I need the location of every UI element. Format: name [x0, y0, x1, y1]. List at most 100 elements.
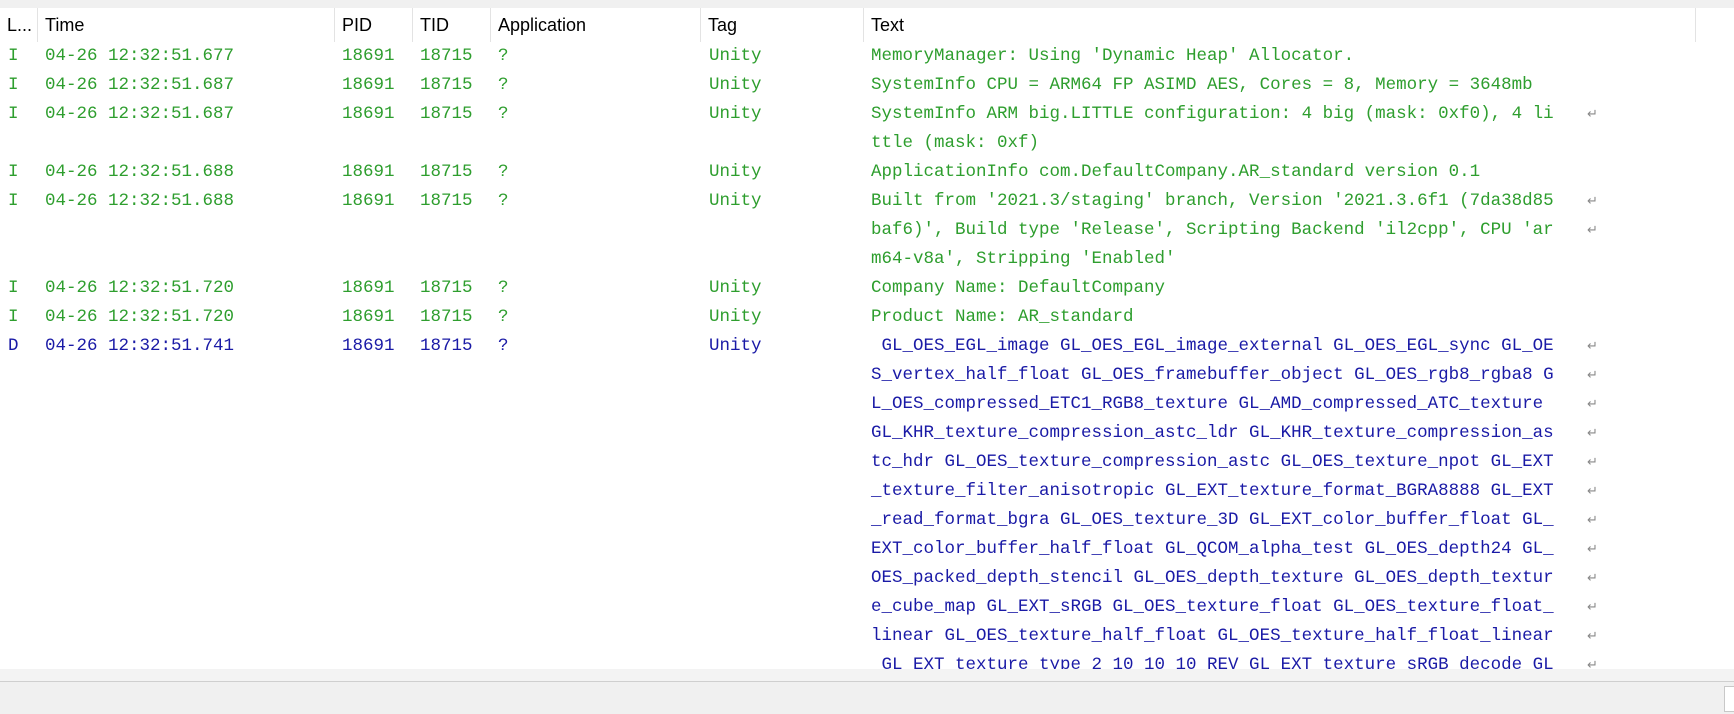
column-header-text[interactable]: Text	[864, 8, 1696, 42]
cell-pid: 18691	[342, 75, 395, 95]
text-line-content: _texture_filter_anisotropic GL_EXT_textu…	[871, 481, 1554, 501]
cell-pid: 18691	[342, 104, 395, 124]
cell-level: I	[8, 46, 19, 66]
text-line: ApplicationInfo com.DefaultCompany.AR_st…	[871, 158, 1605, 187]
text-line: L_OES_compressed_ETC1_RGB8_texture GL_AM…	[871, 390, 1605, 419]
text-line: e_cube_map GL_EXT_sRGB GL_OES_texture_fl…	[871, 593, 1605, 622]
text-line: S_vertex_half_float GL_OES_framebuffer_o…	[871, 361, 1605, 390]
cell-level: I	[8, 307, 19, 327]
text-line-content: GL_EXT_texture_type_2_10_10_10_REV GL_EX…	[871, 655, 1554, 669]
top-strip	[0, 0, 1734, 8]
line-wrap-icon: ↵	[1587, 629, 1598, 644]
column-header-tid[interactable]: TID	[413, 8, 491, 42]
status-bar	[0, 681, 1734, 714]
cell-text: GL_OES_EGL_image GL_OES_EGL_image_extern…	[871, 332, 1605, 669]
line-wrap-icon: ↵	[1587, 658, 1598, 669]
column-header-row: L... Time PID TID Application Tag Text	[0, 8, 1734, 42]
cell-level: I	[8, 104, 19, 124]
cell-level: I	[8, 278, 19, 298]
text-line-content: e_cube_map GL_EXT_sRGB GL_OES_texture_fl…	[871, 597, 1554, 617]
horizontal-scrollbar[interactable]	[0, 669, 1734, 681]
text-line-content: m64-v8a', Stripping 'Enabled'	[871, 249, 1176, 269]
line-wrap-icon: ↵	[1587, 107, 1598, 122]
column-header-pid[interactable]: PID	[335, 8, 413, 42]
line-wrap-icon: ↵	[1587, 542, 1598, 557]
text-line: GL_OES_EGL_image GL_OES_EGL_image_extern…	[871, 332, 1605, 361]
logcat-table[interactable]: L... Time PID TID Application Tag Text I…	[0, 8, 1734, 669]
text-line-content: L_OES_compressed_ETC1_RGB8_texture GL_AM…	[871, 394, 1554, 414]
cell-tid: 18715	[420, 191, 473, 211]
text-line-content: Company Name: DefaultCompany	[871, 278, 1166, 298]
text-line-content: Product Name: AR_standard	[871, 307, 1134, 327]
column-header-level[interactable]: L...	[0, 8, 38, 42]
cell-time: 04-26 12:32:51.720	[45, 307, 235, 327]
text-line: _texture_filter_anisotropic GL_EXT_textu…	[871, 477, 1605, 506]
column-header-time[interactable]: Time	[38, 8, 335, 42]
text-line: _read_format_bgra GL_OES_texture_3D GL_E…	[871, 506, 1605, 535]
cell-application: ?	[498, 162, 509, 182]
cell-application: ?	[498, 75, 509, 95]
cell-pid: 18691	[342, 46, 395, 66]
column-header-tag[interactable]: Tag	[701, 8, 864, 42]
text-line-content: MemoryManager: Using 'Dynamic Heap' Allo…	[871, 46, 1355, 66]
cell-tid: 18715	[420, 46, 473, 66]
line-wrap-icon: ↵	[1587, 600, 1598, 615]
cell-level: I	[8, 162, 19, 182]
text-line: SystemInfo ARM big.LITTLE configuration:…	[871, 100, 1605, 129]
line-wrap-icon: ↵	[1587, 223, 1598, 238]
text-line: Product Name: AR_standard	[871, 303, 1605, 332]
line-wrap-icon: ↵	[1587, 513, 1598, 528]
cell-tid: 18715	[420, 307, 473, 327]
cell-application: ?	[498, 278, 509, 298]
cell-level: I	[8, 75, 19, 95]
line-wrap-icon: ↵	[1587, 339, 1598, 354]
line-wrap-icon: ↵	[1587, 484, 1598, 499]
cell-text: SystemInfo ARM big.LITTLE configuration:…	[871, 100, 1605, 158]
line-wrap-icon: ↵	[1587, 426, 1598, 441]
line-wrap-icon: ↵	[1587, 194, 1598, 209]
cell-text: Built from '2021.3/staging' branch, Vers…	[871, 187, 1605, 274]
text-line-content: SystemInfo CPU = ARM64 FP ASIMD AES, Cor…	[871, 75, 1533, 95]
text-line: linear GL_OES_texture_half_float GL_OES_…	[871, 622, 1605, 651]
text-line: baf6)', Build type 'Release', Scripting …	[871, 216, 1605, 245]
column-header-application[interactable]: Application	[491, 8, 701, 42]
text-line: Company Name: DefaultCompany	[871, 274, 1605, 303]
cell-time: 04-26 12:32:51.688	[45, 162, 235, 182]
line-wrap-icon: ↵	[1587, 571, 1598, 586]
cell-tag: Unity	[709, 336, 762, 356]
text-line-content: ApplicationInfo com.DefaultCompany.AR_st…	[871, 162, 1481, 182]
cell-pid: 18691	[342, 336, 395, 356]
cell-tid: 18715	[420, 336, 473, 356]
text-line-content: SystemInfo ARM big.LITTLE configuration:…	[871, 104, 1554, 124]
cell-level: D	[8, 336, 19, 356]
cell-time: 04-26 12:32:51.687	[45, 104, 235, 124]
line-wrap-icon: ↵	[1587, 368, 1598, 383]
cell-application: ?	[498, 104, 509, 124]
cell-tag: Unity	[709, 75, 762, 95]
text-line: OES_packed_depth_stencil GL_OES_depth_te…	[871, 564, 1605, 593]
text-line-content: GL_KHR_texture_compression_astc_ldr GL_K…	[871, 423, 1554, 443]
cell-tid: 18715	[420, 75, 473, 95]
cell-tag: Unity	[709, 307, 762, 327]
cell-application: ?	[498, 46, 509, 66]
cell-pid: 18691	[342, 191, 395, 211]
text-line: MemoryManager: Using 'Dynamic Heap' Allo…	[871, 42, 1605, 71]
text-line-content: GL_OES_EGL_image GL_OES_EGL_image_extern…	[871, 336, 1554, 356]
text-line: ttle (mask: 0xf)	[871, 129, 1605, 158]
cell-tid: 18715	[420, 162, 473, 182]
text-line: GL_KHR_texture_compression_astc_ldr GL_K…	[871, 419, 1605, 448]
text-line-content: S_vertex_half_float GL_OES_framebuffer_o…	[871, 365, 1554, 385]
text-line: Built from '2021.3/staging' branch, Vers…	[871, 187, 1605, 216]
cell-pid: 18691	[342, 278, 395, 298]
cell-text: Product Name: AR_standard	[871, 303, 1605, 332]
cell-text: Company Name: DefaultCompany	[871, 274, 1605, 303]
